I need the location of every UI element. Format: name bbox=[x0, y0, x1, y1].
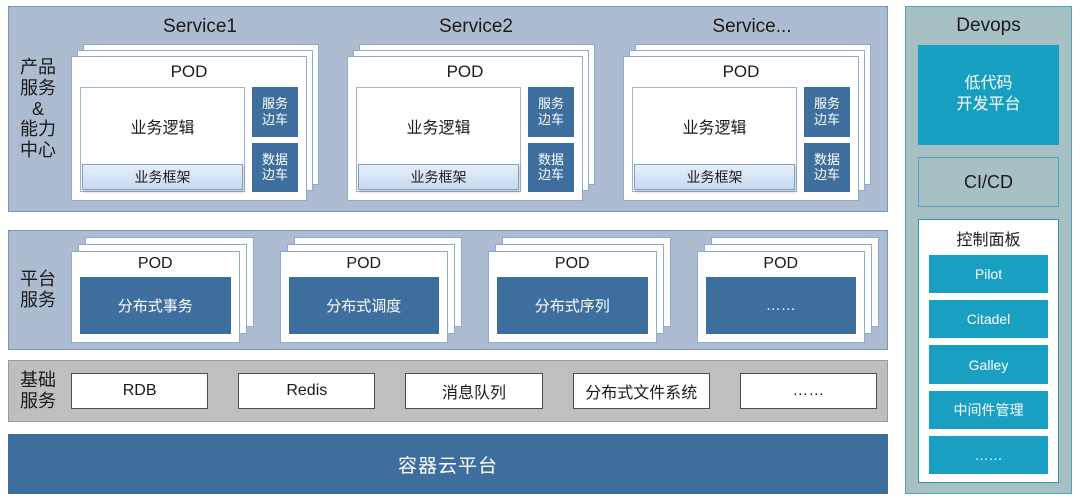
sidecar-column: 服务 边车 数据 边车 bbox=[804, 87, 850, 192]
business-logic-label: 业务逻辑 bbox=[130, 120, 195, 137]
services-container: Service1 POD 业务逻辑 业务框架 bbox=[71, 11, 881, 207]
control-panel-item-pilot[interactable]: Pilot bbox=[929, 255, 1048, 294]
pod-title: POD bbox=[446, 62, 484, 81]
control-panel-title: 控制面板 bbox=[956, 232, 1021, 249]
platform-pod-card[interactable]: POD 分布式调度 bbox=[279, 251, 448, 343]
pod-stack: POD 业务逻辑 业务框架 服务 边车 数据 边车 bbox=[347, 44, 595, 201]
business-framework-box[interactable]: 业务框架 bbox=[82, 164, 243, 190]
platform-pod[interactable]: POD 分布式序列 bbox=[488, 237, 671, 343]
pod-title: POD bbox=[170, 62, 208, 81]
control-panel-item-more[interactable]: …… bbox=[929, 435, 1048, 475]
pod-card[interactable]: POD 业务逻辑 业务框架 服务 边车 数据 边车 bbox=[623, 56, 859, 201]
pod-card[interactable]: POD 业务逻辑 业务框架 服务 边车 数据 边车 bbox=[347, 56, 583, 201]
platform-pod-card[interactable]: POD 分布式序列 bbox=[488, 251, 657, 343]
pod-card[interactable]: POD 业务逻辑 业务框架 服务 边车 数据 边车 bbox=[71, 56, 307, 201]
platform-pod-name: 分布式序列 bbox=[497, 277, 648, 334]
sidecar-column: 服务 边车 数据 边车 bbox=[252, 87, 298, 192]
pod-title: POD bbox=[763, 255, 799, 272]
platform-pod[interactable]: POD …… bbox=[696, 237, 879, 343]
data-sidecar-box[interactable]: 数据 边车 bbox=[528, 142, 574, 192]
business-framework-box[interactable]: 业务框架 bbox=[634, 164, 795, 190]
data-sidecar-box[interactable]: 数据 边车 bbox=[804, 142, 850, 192]
control-panel-items: Pilot Citadel Galley 中间件管理 …… bbox=[929, 255, 1048, 475]
main-stack-column: 产品 服务 & 能力 中心 Service1 POD 业务逻辑 bbox=[8, 6, 888, 494]
service-sidecar-box[interactable]: 服务 边车 bbox=[528, 87, 574, 137]
row-container-cloud-platform: 容器云平台 bbox=[8, 434, 888, 494]
business-logic-column: 业务逻辑 业务框架 bbox=[632, 87, 797, 192]
infrastructure-item-more[interactable]: …… bbox=[739, 373, 878, 409]
pod-stack: POD 业务逻辑 业务框架 服务 边车 数据 边车 bbox=[623, 44, 871, 201]
platform-pod[interactable]: POD 分布式调度 bbox=[279, 237, 462, 343]
service-sidecar-box[interactable]: 服务 边车 bbox=[252, 87, 298, 137]
lowcode-platform-box[interactable]: 低代码 开发平台 bbox=[918, 45, 1059, 145]
platform-pod[interactable]: POD 分布式事务 bbox=[71, 237, 254, 343]
row-label-platform: 平台 服务 bbox=[20, 269, 56, 310]
pod-title: POD bbox=[722, 62, 760, 81]
service-title: Service... bbox=[712, 16, 792, 37]
business-logic-label: 业务逻辑 bbox=[682, 120, 747, 137]
business-logic-column: 业务逻辑 业务框架 bbox=[356, 87, 521, 192]
platform-pod-card[interactable]: POD 分布式事务 bbox=[71, 251, 240, 343]
sidecar-column: 服务 边车 数据 边车 bbox=[528, 87, 574, 192]
pod-body: 业务逻辑 业务框架 服务 边车 数据 边车 bbox=[632, 87, 850, 192]
control-panel-item-citadel[interactable]: Citadel bbox=[929, 300, 1048, 339]
platform-pod-name: 分布式调度 bbox=[288, 277, 439, 334]
row-infrastructure-services: 基础 服务 RDB Redis 消息队列 分布式文件系统 …… bbox=[8, 360, 888, 422]
pod-body: 业务逻辑 业务框架 服务 边车 数据 边车 bbox=[356, 87, 574, 192]
infrastructure-items-container: RDB Redis 消息队列 分布式文件系统 …… bbox=[71, 361, 878, 421]
platform-pod-name: 分布式事务 bbox=[80, 277, 231, 334]
row-product-services: 产品 服务 & 能力 中心 Service1 POD 业务逻辑 bbox=[8, 6, 888, 212]
platform-pod-card[interactable]: POD …… bbox=[696, 251, 865, 343]
service-card[interactable]: Service2 POD 业务逻辑 业务框架 bbox=[347, 11, 605, 207]
service-title: Service2 bbox=[439, 16, 513, 37]
cicd-box[interactable]: CI/CD bbox=[918, 157, 1059, 207]
pod-stack: POD 业务逻辑 业务框架 服务 边车 数据 边车 bbox=[71, 44, 319, 201]
service-title: Service1 bbox=[163, 16, 237, 37]
service-card[interactable]: Service1 POD 业务逻辑 业务框架 bbox=[71, 11, 329, 207]
control-panel-item-galley[interactable]: Galley bbox=[929, 345, 1048, 384]
row-label-infrastructure: 基础 服务 bbox=[20, 370, 56, 411]
business-logic-label: 业务逻辑 bbox=[406, 120, 471, 137]
infrastructure-item-rdb[interactable]: RDB bbox=[71, 373, 209, 409]
business-framework-box[interactable]: 业务框架 bbox=[358, 164, 519, 190]
row-label-product: 产品 服务 & 能力 中心 bbox=[20, 56, 56, 161]
pod-title: POD bbox=[137, 255, 173, 272]
infrastructure-item-redis[interactable]: Redis bbox=[238, 373, 376, 409]
pod-body: 业务逻辑 业务框架 服务 边车 数据 边车 bbox=[80, 87, 298, 192]
platform-pod-name: …… bbox=[705, 277, 856, 334]
service-sidecar-box[interactable]: 服务 边车 bbox=[804, 87, 850, 137]
row-platform-services: 平台 服务 POD 分布式事务 POD 分布式调度 bbox=[8, 230, 888, 350]
infrastructure-item-message-queue[interactable]: 消息队列 bbox=[405, 373, 543, 409]
container-cloud-platform-label: 容器云平台 bbox=[397, 455, 498, 477]
devops-panel: Devops 低代码 开发平台 CI/CD 控制面板 Pilot Citadel… bbox=[905, 6, 1072, 494]
pod-title: POD bbox=[346, 255, 382, 272]
control-panel: 控制面板 Pilot Citadel Galley 中间件管理 …… bbox=[918, 219, 1059, 483]
pod-title: POD bbox=[554, 255, 590, 272]
data-sidecar-box[interactable]: 数据 边车 bbox=[252, 142, 298, 192]
control-panel-item-middleware-management[interactable]: 中间件管理 bbox=[929, 390, 1048, 429]
service-card[interactable]: Service... POD 业务逻辑 业务框架 bbox=[623, 11, 881, 207]
infrastructure-item-distributed-file-system[interactable]: 分布式文件系统 bbox=[572, 373, 710, 409]
devops-title: Devops bbox=[956, 15, 1021, 36]
platform-pods-container: POD 分布式事务 POD 分布式调度 POD bbox=[71, 237, 879, 343]
business-logic-column: 业务逻辑 业务框架 bbox=[80, 87, 245, 192]
